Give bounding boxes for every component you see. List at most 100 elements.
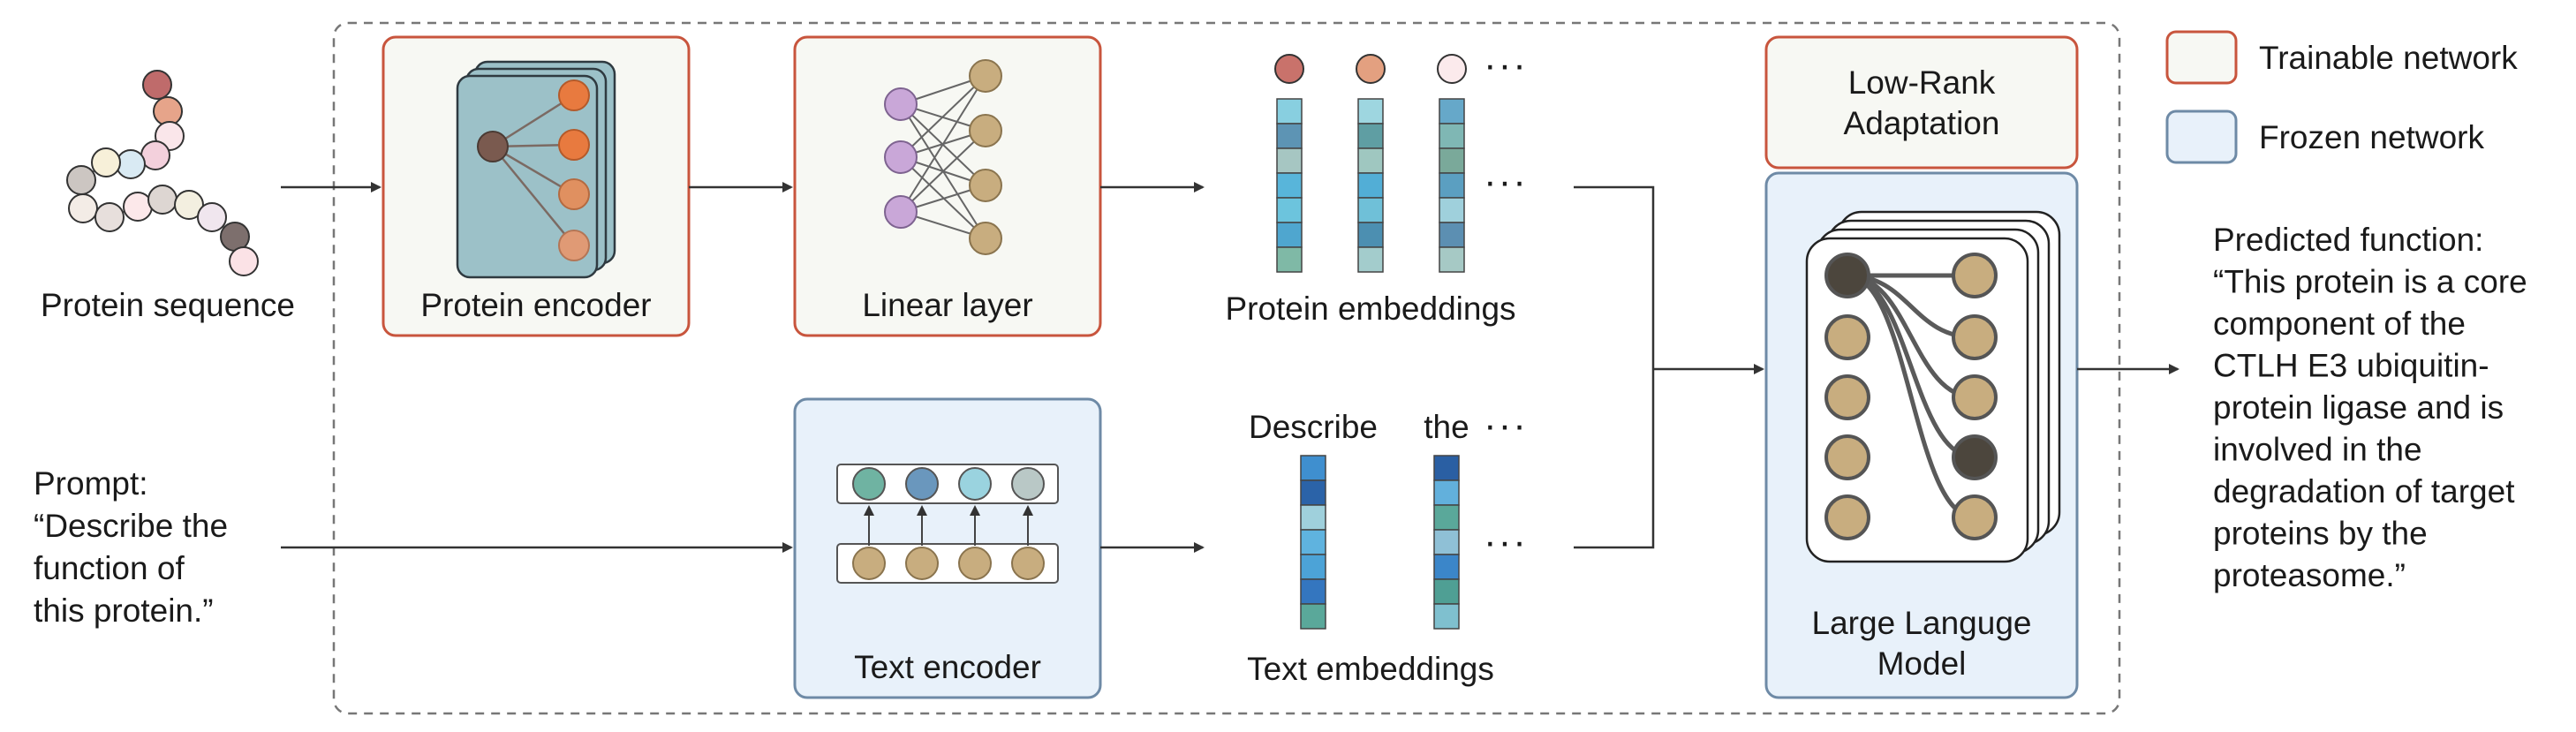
- residue-node: [197, 202, 227, 232]
- encoder-bottom-row: [836, 543, 1059, 584]
- llm-input-node: [1824, 374, 1870, 420]
- embedding-cell: [1433, 504, 1460, 531]
- embedding-cell: [1300, 504, 1326, 531]
- output-node: [969, 169, 1002, 202]
- embedding-cell: [1439, 246, 1465, 273]
- residue-node: [142, 70, 172, 100]
- text-embeddings-label: Text embeddings: [1247, 651, 1494, 687]
- residue-node: [147, 185, 178, 215]
- embedding-cell: [1433, 479, 1460, 506]
- connectors: [281, 182, 2179, 553]
- residue-node: [68, 193, 98, 223]
- llm-input-node: [1824, 494, 1870, 540]
- connector-protein-emb: [1574, 185, 1655, 369]
- protein-embeddings-label: Protein embeddings: [1225, 291, 1515, 327]
- embedding-cell: [1300, 554, 1326, 580]
- output-line: component of the: [2213, 306, 2466, 342]
- embedding-cell: [1276, 172, 1303, 199]
- embedding-cell: [1433, 578, 1460, 605]
- embedding-cell: [1300, 578, 1326, 605]
- embedding-cell: [1276, 98, 1303, 125]
- llm-output-node: [1952, 434, 1998, 480]
- model-boundary: [332, 21, 2121, 715]
- output-line: “This protein is a core: [2213, 264, 2527, 300]
- output-line: CTLH E3 ubiquitin-: [2213, 348, 2489, 384]
- residue-node: [91, 147, 121, 177]
- text-embeddings: [1300, 455, 1460, 630]
- text-encoder-label: Text encoder: [854, 649, 1041, 685]
- protein-sequence-label: Protein sequence: [41, 287, 295, 323]
- protein-embeddings: [1274, 54, 1467, 273]
- embedding-cell: [1300, 479, 1326, 506]
- embedding-cell: [1439, 197, 1465, 223]
- encoder-input-node: [852, 547, 886, 580]
- embedding-cell: [1276, 246, 1303, 273]
- residue-token: [1437, 54, 1467, 84]
- embedding-cell: [1433, 529, 1460, 555]
- encoder-input-node: [958, 547, 992, 580]
- text-encoder-graphic: [836, 464, 1059, 584]
- residue-token: [1274, 54, 1304, 84]
- output-line: proteasome.”: [2213, 557, 2406, 593]
- prompt-line: function of: [34, 550, 185, 586]
- embedding-cell: [1300, 455, 1326, 481]
- embedding-cell: [1300, 529, 1326, 555]
- embedding-cell: [1300, 603, 1326, 630]
- embedding-cell: [1357, 172, 1384, 199]
- protein-encoder-label: Protein encoder: [420, 287, 651, 323]
- embedding-cell: [1276, 147, 1303, 174]
- residue-node: [94, 202, 125, 232]
- lora-box: [1764, 35, 2079, 170]
- linear-layer-graphic: [884, 59, 1002, 255]
- embedding-cell: [1276, 123, 1303, 149]
- output-line: involved in the: [2213, 432, 2422, 468]
- embedding-cell: [1357, 147, 1384, 174]
- encoder-output-node: [852, 467, 886, 501]
- frozen-legend-swatch: [2165, 109, 2238, 164]
- residue-node: [123, 192, 153, 222]
- input-node: [884, 140, 918, 174]
- embedding-cell: [1357, 246, 1384, 273]
- output-line: proteins by the: [2213, 516, 2428, 552]
- output-node: [969, 222, 1002, 255]
- prompt-line: this protein.”: [34, 592, 214, 629]
- llm-graphic: [1805, 210, 2061, 563]
- llm-output-node: [1952, 494, 1998, 540]
- llm-output-node: [1952, 314, 1998, 360]
- lora-label-line2: Adaptation: [1844, 105, 2000, 141]
- llm-input-node: [1824, 253, 1870, 298]
- llm-label-line2: Model: [1877, 645, 1967, 682]
- embedding-cell: [1276, 197, 1303, 223]
- lora-label-line1: Low-Rank: [1848, 64, 1996, 101]
- protein-sequence-chain: [66, 70, 259, 276]
- text-embeddings-ellipsis-top: ···: [1484, 404, 1528, 447]
- embedding-cell: [1276, 222, 1303, 248]
- llm-input-node: [1824, 314, 1870, 360]
- embedding-cell: [1357, 123, 1384, 149]
- protein-embeddings-ellipsis-mid: ···: [1484, 160, 1528, 203]
- word-the: the: [1424, 409, 1469, 445]
- encoder-top-row: [836, 464, 1059, 504]
- legend-label: Frozen network: [2259, 119, 2484, 155]
- embedding-cell: [1433, 554, 1460, 580]
- connector-text-emb: [1574, 369, 1655, 549]
- residue-node: [174, 190, 204, 220]
- llm-label-line1: Large Languge: [1812, 605, 2032, 641]
- word-describe: Describe: [1249, 409, 1378, 445]
- embedding-cell: [1439, 147, 1465, 174]
- llm-output-node: [1952, 374, 1998, 420]
- input-node: [884, 87, 918, 121]
- residue-token: [1356, 54, 1386, 84]
- output-line: degradation of target: [2213, 473, 2515, 509]
- protein-embeddings-ellipsis-top: ···: [1484, 43, 1528, 87]
- encoder-input-node: [905, 547, 939, 580]
- output-line: protein ligase and is: [2213, 389, 2504, 426]
- residue-node: [229, 246, 259, 276]
- llm-input-node: [1824, 434, 1870, 480]
- output-node: [969, 114, 1002, 147]
- embedding-cell: [1357, 222, 1384, 248]
- legend-label: Trainable network: [2259, 40, 2518, 76]
- output-line: Predicted function:: [2213, 222, 2483, 258]
